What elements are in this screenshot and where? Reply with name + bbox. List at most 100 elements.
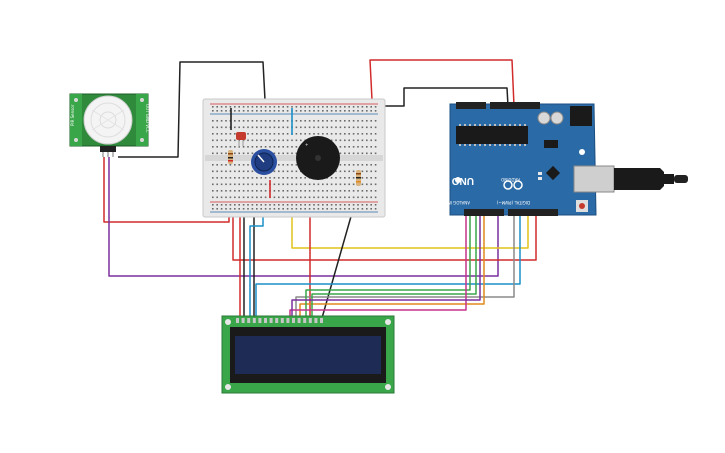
breadboard-hole	[348, 177, 350, 179]
breadboard-hole	[273, 177, 276, 179]
breadboard-hole	[361, 152, 364, 155]
breadboard-hole	[278, 170, 280, 173]
breadboard-hole	[366, 139, 368, 142]
breadboard-hole	[300, 190, 302, 192]
wire-top-black	[376, 87, 509, 107]
breadboard-hole	[322, 190, 324, 192]
breadboard-hole	[212, 110, 214, 112]
breadboard-hole	[242, 152, 245, 155]
breadboard-hole	[291, 204, 293, 206]
header-bottom-right	[508, 209, 558, 216]
breadboard-hole	[339, 183, 342, 186]
breadboard-hole	[374, 208, 377, 210]
breadboard-hole	[304, 183, 306, 186]
breadboard-hole	[330, 139, 333, 142]
breadboard-hole	[216, 106, 218, 108]
breadboard-hole	[238, 170, 240, 173]
breadboard-hole	[317, 204, 320, 206]
breadboard-hole	[269, 139, 271, 142]
breadboard-hole	[238, 208, 240, 210]
breadboard-hole	[260, 190, 262, 192]
breadboard-hole	[247, 139, 249, 142]
lcd-pin	[314, 318, 318, 323]
breadboard-hole	[238, 120, 240, 122]
breadboard-hole	[291, 106, 293, 108]
breadboard-hole	[344, 120, 346, 122]
lcd-pins	[236, 318, 323, 323]
breadboard-hole	[225, 164, 227, 166]
breadboard-hole	[326, 133, 328, 135]
breadboard-hole	[308, 110, 311, 112]
lcd-pin	[269, 318, 273, 323]
breadboard-hole	[300, 126, 302, 129]
wire-red-long	[232, 212, 537, 261]
breadboard-hole	[234, 120, 236, 122]
breadboard-hole	[225, 110, 227, 112]
breadboard-hole	[251, 146, 254, 148]
breadboard-hole	[247, 190, 249, 192]
breadboard-hole	[322, 126, 324, 129]
breadboard-hole	[339, 204, 342, 206]
wire-lcd-pink	[289, 215, 467, 318]
breadboard-hole	[357, 146, 359, 148]
breadboard-hole	[326, 204, 328, 206]
breadboard-hole	[229, 190, 232, 192]
lcd-pin	[308, 318, 312, 323]
breadboard-hole	[317, 190, 320, 192]
breadboard-hole	[370, 208, 372, 210]
breadboard-hole	[273, 133, 276, 135]
breadboard-hole	[339, 170, 342, 173]
breadboard-hole	[308, 204, 311, 206]
breadboard-hole	[242, 190, 245, 192]
breadboard-hole	[273, 190, 276, 192]
breadboard-hole	[242, 196, 245, 199]
breadboard-hole	[234, 133, 236, 135]
wire-pir-out	[108, 157, 499, 277]
breadboard-hole	[242, 204, 245, 206]
breadboard-hole	[357, 120, 359, 122]
breadboard-hole	[322, 120, 324, 122]
breadboard-hole	[242, 146, 245, 148]
breadboard-hole	[212, 204, 214, 206]
breadboard-hole	[251, 139, 254, 142]
piezo-buzzer: +	[296, 136, 340, 180]
breadboard-hole	[256, 183, 258, 186]
breadboard-hole	[295, 196, 298, 199]
breadboard-hole	[238, 110, 240, 112]
breadboard-hole	[216, 183, 218, 186]
breadboard-hole	[282, 170, 284, 173]
pir-label-left: PIR Sensor	[70, 104, 75, 126]
header-top-left	[456, 102, 486, 109]
breadboard-hole	[247, 164, 249, 166]
breadboard-hole	[374, 164, 377, 166]
breadboard-hole	[313, 208, 315, 210]
breadboard-hole	[225, 170, 227, 173]
lcd-pin	[275, 318, 279, 323]
breadboard-hole	[264, 190, 267, 192]
breadboard-hole	[330, 177, 333, 179]
breadboard-hole	[238, 164, 240, 166]
breadboard-hole	[291, 139, 293, 142]
wire-lcd-purple	[291, 215, 481, 318]
breadboard-hole	[339, 133, 342, 135]
breadboard-hole	[225, 190, 227, 192]
wire-buzzer	[291, 190, 529, 249]
breadboard-hole	[295, 110, 298, 112]
breadboard-hole	[313, 183, 315, 186]
breadboard-hole	[335, 190, 337, 192]
breadboard-hole	[308, 196, 311, 199]
breadboard-hole	[286, 177, 289, 179]
breadboard-hole	[256, 120, 258, 122]
breadboard-hole	[304, 110, 306, 112]
lcd-pin	[320, 318, 323, 323]
resistor-left	[228, 150, 233, 164]
breadboard-hole	[234, 183, 236, 186]
breadboard-hole	[317, 183, 320, 186]
breadboard-hole	[273, 170, 276, 173]
breadboard-hole	[286, 208, 289, 210]
breadboard-hole	[247, 133, 249, 135]
breadboard-hole	[229, 146, 232, 148]
breadboard-hole	[264, 196, 267, 199]
usb-cable	[614, 168, 664, 190]
breadboard-hole	[251, 204, 254, 206]
